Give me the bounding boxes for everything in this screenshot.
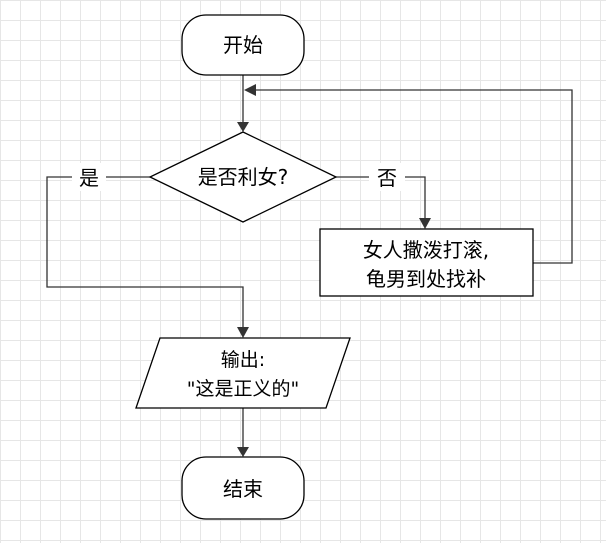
end-label: 结束 (223, 477, 263, 501)
yes-label: 是 (79, 166, 99, 190)
process-box (319, 228, 534, 297)
edge-no-to-process (336, 176, 431, 229)
decision-diamond (148, 131, 338, 223)
edge-start-to-decision (237, 75, 249, 132)
yes-label-bg (72, 163, 106, 191)
process-label-line1: 女人撒泼打滚, (363, 238, 489, 262)
no-label-bg (369, 163, 405, 191)
decision-label: 是否利女? (198, 165, 289, 189)
no-label: 否 (377, 166, 397, 190)
edge-process-loop-back (244, 84, 573, 264)
end-terminal (181, 456, 305, 520)
output-label-line2: "这是正义的" (187, 378, 299, 400)
start-label: 开始 (223, 33, 263, 57)
start-terminal (181, 14, 305, 76)
output-parallelogram (135, 337, 351, 409)
output-label-line1: 输出: (221, 349, 265, 371)
process-label-line2: 龟男到处找补 (366, 267, 486, 291)
edge-output-to-end (237, 408, 249, 457)
